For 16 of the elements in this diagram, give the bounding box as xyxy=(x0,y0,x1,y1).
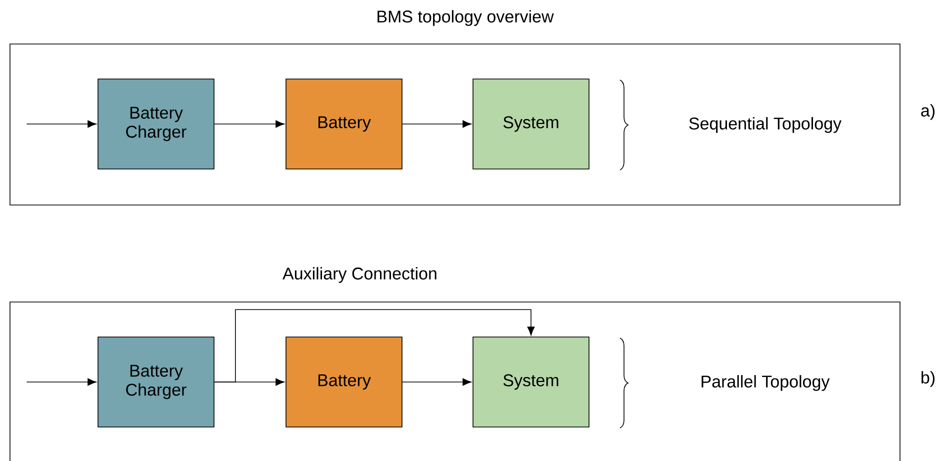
title: BMS topology overview xyxy=(378,10,554,26)
arrow xyxy=(402,120,472,128)
process-box: System xyxy=(472,78,590,170)
panel-label: a) xyxy=(921,104,934,120)
process-box: Battery xyxy=(286,336,402,428)
process-box: Battery xyxy=(286,78,402,170)
process-box: Battery Charger xyxy=(98,336,214,428)
arrow xyxy=(402,378,472,386)
arrow xyxy=(26,120,96,128)
arrow xyxy=(214,309,535,382)
arrow xyxy=(214,120,284,128)
process-box: Battery Charger xyxy=(98,78,214,170)
connection-label: Auxiliary Connection xyxy=(282,267,436,283)
arrow xyxy=(26,378,96,386)
process-box: System xyxy=(472,336,590,428)
panel-label: b) xyxy=(922,371,934,387)
